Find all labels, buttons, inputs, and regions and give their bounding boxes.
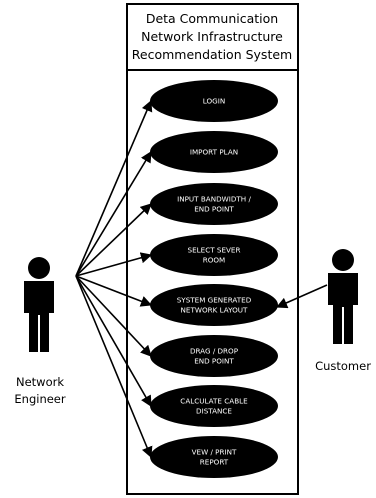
use-case-label: ROOM: [203, 256, 226, 265]
engineer-head-icon: [28, 257, 50, 279]
use-case-label: SYSTEM GENERATED: [177, 296, 252, 305]
use-case-ellipse: [150, 385, 278, 427]
customer-right-arm: [353, 273, 358, 305]
use-case-ellipse: [150, 436, 278, 478]
system-title-line-1: Deta Communication: [146, 11, 278, 26]
customer-head-icon: [332, 249, 354, 271]
use-case-label: REPORT: [200, 458, 229, 467]
use-case-label: NETWORK LAYOUT: [181, 306, 249, 315]
use-case-ellipse: [150, 80, 278, 122]
use-case-label: VEW / PRINT: [192, 448, 237, 457]
use-case-input-bandwidth: INPUT BANDWIDTH /END POINT: [150, 183, 278, 225]
engineer-right-arm: [49, 281, 54, 313]
engineer-label-line-2: Engineer: [14, 392, 65, 406]
system-title-line-2: Network Infrastructure: [141, 29, 283, 44]
customer-left-arm: [328, 273, 333, 305]
engineer-association-arrow: [75, 203, 152, 277]
use-case-ellipse: [150, 183, 278, 225]
customer-right-leg: [344, 306, 353, 344]
engineer-association-arrow: [75, 275, 152, 407]
customer-actor: Customer: [315, 249, 371, 373]
use-case-label: END POINT: [194, 357, 234, 366]
engineer-association-arrow: [75, 275, 153, 459]
engineer-body: [29, 281, 49, 315]
use-case-ellipse: [150, 131, 278, 173]
customer-body: [333, 273, 353, 307]
customer-association-arrow: [275, 284, 328, 309]
system-title-line-3: Recommendation System: [132, 47, 292, 62]
use-case-label: IMPORT PLAN: [190, 148, 238, 157]
use-case-label: SELECT SEVER: [188, 246, 241, 255]
engineer-right-leg: [40, 314, 49, 352]
use-case-ellipse: [150, 335, 278, 377]
use-case-login: LOGIN: [150, 80, 278, 122]
network-engineer-actor: Network Engineer: [14, 257, 66, 406]
engineer-left-leg: [29, 314, 38, 352]
use-case-label: CALCULATE CABLE: [180, 397, 248, 406]
use-case-label: DRAG / DROP: [190, 347, 239, 356]
use-case-import-plan: IMPORT PLAN: [150, 131, 278, 173]
system-boundary: [126, 3, 299, 495]
association-lines: [75, 99, 328, 459]
system-title: Deta Communication Network Infrastructur…: [132, 11, 292, 62]
use-case-label: END POINT: [194, 205, 234, 214]
use-case-label: INPUT BANDWIDTH /: [177, 195, 251, 204]
engineer-left-arm: [24, 281, 29, 313]
use-case-ellipse: [150, 234, 278, 276]
engineer-association-arrow: [75, 99, 153, 277]
engineer-association-arrow: [75, 252, 153, 277]
use-case-label: DISTANCE: [196, 407, 232, 416]
engineer-association-arrow: [75, 151, 152, 277]
use-case-label: LOGIN: [203, 97, 225, 106]
customer-left-leg: [333, 306, 342, 344]
engineer-association-arrow: [75, 275, 152, 357]
engineer-association-arrow: [75, 275, 153, 307]
customer-label: Customer: [315, 359, 371, 373]
use-case-ellipse: [150, 284, 278, 326]
engineer-label-line-1: Network: [16, 375, 64, 389]
